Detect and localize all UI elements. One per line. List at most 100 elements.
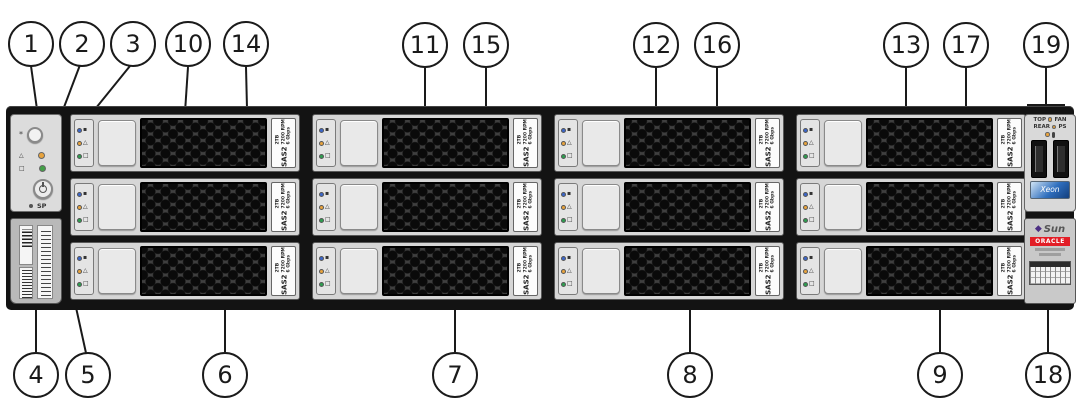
drive-column-1: ▪ △ □ SAS2 2TB 7200 RPM: [70, 114, 300, 300]
drive-service-icon: △: [325, 139, 330, 146]
drive-latch-release-button: [98, 184, 136, 230]
drive-spec-label: SAS2 2TB 7200 RPM 6 Gbps: [997, 118, 1022, 168]
mac-address-label: [1029, 261, 1071, 285]
drive-ok-led: [319, 153, 324, 159]
ready-to-remove-led: [77, 255, 82, 261]
drive-service-led: [561, 268, 566, 274]
drive-spec-label: SAS2 2TB 7200 RPM 6 Gbps: [513, 182, 538, 232]
drive-latch-release-button: [582, 184, 620, 230]
ps-fault-label: PS: [1058, 124, 1067, 130]
drive-service-icon: △: [83, 139, 88, 146]
drive-interface-text: 6 Gbps: [528, 126, 534, 145]
drive-service-led: [803, 140, 808, 146]
drive-service-icon: △: [83, 267, 88, 274]
drive-led-strip: ▪ △ □: [800, 183, 820, 231]
drive-interface-text: 6 Gbps: [528, 254, 534, 273]
drive-latch-release-button: [340, 248, 378, 294]
ready-to-remove-icon: ▪: [567, 126, 572, 133]
drive-ok-icon: □: [567, 280, 573, 287]
drive-led-strip: ▪ △ □: [316, 247, 336, 295]
ready-to-remove-led: [803, 255, 808, 261]
drive-speed-text: 7200 RPM: [522, 183, 528, 209]
drive-latch-release-button: [98, 248, 136, 294]
overtemp-led: [1045, 132, 1050, 137]
drive-service-icon: △: [809, 203, 814, 210]
fan-fault-label: FAN: [1054, 116, 1067, 123]
drive-mesh-grille: [866, 246, 993, 296]
drive-model-text: SAS2: [763, 210, 772, 231]
ready-to-remove-icon: ▪: [567, 254, 572, 261]
drive-mesh-grille: [140, 118, 267, 168]
drive-spec-label: SAS2 2TB 7200 RPM 6 Gbps: [755, 182, 780, 232]
drive-service-icon: △: [567, 203, 572, 210]
drive-bay: ▪ △ □ SAS2 2TB 7200 RPM: [312, 178, 542, 236]
drive-column-4: ▪ △ □ SAS2 2TB 7200 RPM: [796, 114, 1026, 300]
drive-interface-text: 6 Gbps: [1012, 254, 1018, 273]
ready-to-remove-icon: ▪: [325, 126, 330, 133]
callout-9: 9: [917, 352, 963, 398]
drive-ok-led: [561, 217, 566, 223]
drive-interface-text: 6 Gbps: [528, 190, 534, 209]
drive-mesh-grille: [624, 118, 751, 168]
drive-bay: ▪ △ □ SAS2 2TB 7200 RPM: [312, 242, 542, 300]
drive-bay: ▪ △ □ SAS2 2TB 7200 RPM: [554, 178, 784, 236]
drive-capacity-text: 2TB: [1001, 262, 1007, 273]
drive-latch-release-button: [582, 248, 620, 294]
drive-ok-icon: □: [809, 216, 815, 223]
drive-bay: ▪ △ □ SAS2 2TB 7200 RPM: [70, 242, 300, 300]
drive-ok-icon: □: [567, 216, 573, 223]
drive-speed-text: 7200 RPM: [764, 183, 770, 209]
ready-to-remove-led: [803, 191, 808, 197]
drive-spec-label: SAS2 2TB 7200 RPM 6 Gbps: [997, 246, 1022, 296]
drive-column-3: ▪ △ □ SAS2 2TB 7200 RPM: [554, 114, 784, 300]
branding-module: ◆ Sun ORACLE: [1024, 218, 1076, 304]
callout-7: 7: [432, 352, 478, 398]
callout-16: 16: [694, 22, 740, 68]
drive-capacity-text: 2TB: [517, 198, 523, 209]
drive-ok-icon: □: [809, 152, 815, 159]
usb-port-1: [1031, 139, 1047, 178]
drive-service-icon: △: [567, 267, 572, 274]
drive-spec-label: SAS2 2TB 7200 RPM 6 Gbps: [271, 118, 296, 168]
system-ok-led: [38, 165, 46, 172]
ready-to-remove-icon: ▪: [325, 254, 330, 261]
drive-ok-led: [319, 217, 324, 223]
ready-to-remove-led: [561, 255, 566, 261]
drive-mesh-grille: [866, 118, 993, 168]
drive-service-icon: △: [325, 203, 330, 210]
locate-button: [27, 127, 43, 143]
drive-model-text: SAS2: [1005, 146, 1014, 167]
drive-mesh-grille: [866, 182, 993, 232]
drive-column-2: ▪ △ □ SAS2 2TB 7200 RPM: [312, 114, 542, 300]
drive-led-strip: ▪ △ □: [316, 119, 336, 167]
drive-latch-release-button: [824, 248, 862, 294]
drive-mesh-grille: [624, 246, 751, 296]
drive-speed-text: 7200 RPM: [522, 119, 528, 145]
ready-to-remove-led: [803, 127, 808, 133]
drive-capacity-text: 2TB: [275, 134, 281, 145]
callout-14: 14: [223, 21, 269, 67]
drive-speed-text: 7200 RPM: [764, 119, 770, 145]
drive-service-icon: △: [325, 267, 330, 274]
ready-to-remove-led: [77, 127, 82, 133]
drive-service-led: [319, 140, 324, 146]
drive-model-text: SAS2: [521, 146, 530, 167]
system-ok-icon: □: [19, 164, 25, 172]
ready-to-remove-led: [561, 191, 566, 197]
callout-17: 17: [943, 22, 989, 68]
drive-speed-text: 7200 RPM: [280, 247, 286, 273]
drive-spec-label: SAS2 2TB 7200 RPM 6 Gbps: [271, 246, 296, 296]
drive-service-led: [561, 204, 566, 210]
drive-service-led: [77, 204, 82, 210]
drive-ok-led: [319, 281, 324, 287]
callout-4: 4: [13, 352, 59, 398]
drive-service-icon: △: [809, 267, 814, 274]
drive-ok-icon: □: [567, 152, 573, 159]
drive-model-text: SAS2: [1005, 274, 1014, 295]
drive-model-text: SAS2: [763, 274, 772, 295]
drive-interface-text: 6 Gbps: [770, 126, 776, 145]
ready-to-remove-icon: ▪: [809, 254, 814, 261]
drive-led-strip: ▪ △ □: [74, 119, 94, 167]
drive-speed-text: 7200 RPM: [280, 119, 286, 145]
ready-to-remove-led: [319, 191, 324, 197]
